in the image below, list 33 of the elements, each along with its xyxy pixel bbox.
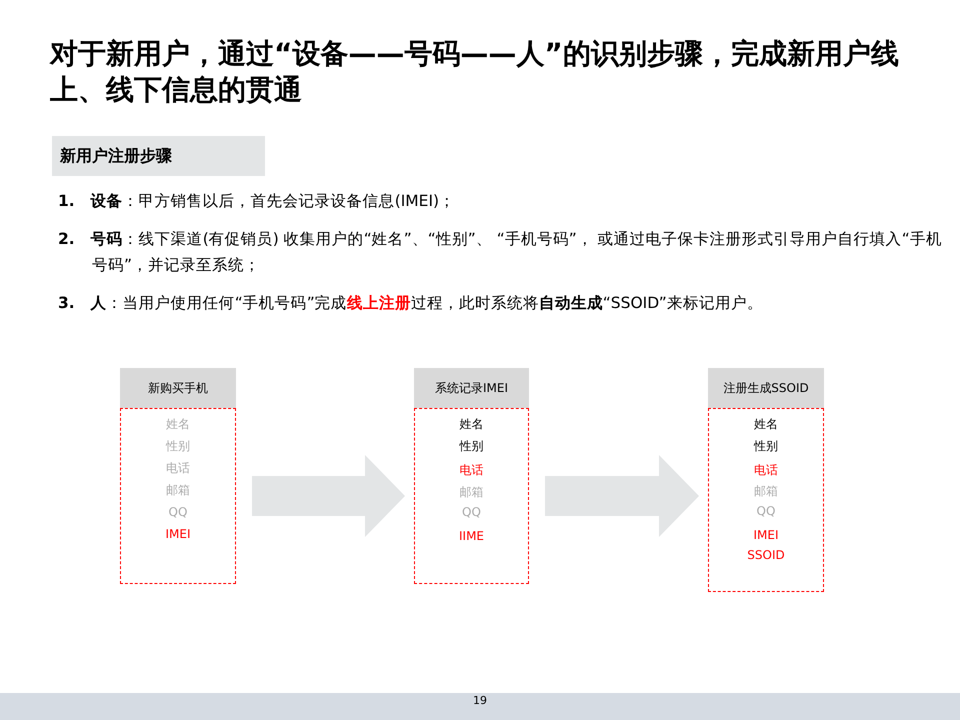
field-name: 邮箱 <box>458 484 484 501</box>
column-header: 注册生成SSOID <box>708 368 824 408</box>
field-list-box <box>120 408 236 584</box>
field-name: 性别 <box>752 438 779 455</box>
field-name: IMEI <box>164 526 192 543</box>
slide-title: 对于新用户，通过“设备——号码——人”的识别步骤，完成新用户线上、线下信息的贯通 <box>50 36 900 108</box>
field-name: 姓名 <box>753 416 779 433</box>
column-header: 新购买手机 <box>120 368 236 408</box>
field-name: QQ <box>756 503 776 520</box>
column-header: 系统记录IMEI <box>414 368 529 408</box>
field-name: 性别 <box>164 438 191 455</box>
block-arrow <box>545 455 699 537</box>
step-text: 3. 人：当用户使用任何“手机号码”完成线上注册过程，此时系统将自动生成“SSOID”来标记用户。 <box>58 293 764 314</box>
field-list-box <box>708 408 824 592</box>
step-text: 1. 设备：甲方销售以后，首先会记录设备信息(IMEI)； <box>58 191 456 212</box>
field-name: 邮箱 <box>165 482 191 499</box>
block-arrow <box>252 455 405 537</box>
field-name: 电话 <box>458 462 484 479</box>
field-name: 姓名 <box>165 416 191 433</box>
field-name: 姓名 <box>458 416 484 433</box>
field-name: 电话 <box>753 462 779 479</box>
field-name: SSOID <box>746 547 786 564</box>
field-name: 性别 <box>458 438 484 455</box>
step-text: 2. 号码：线下渠道(有促销员) 收集用户的“姓名”、“性别”、 “手机号码”， 或通过电子保卡注册形式引导用户自行填入“手机号码”，并记录至系统； <box>58 229 943 276</box>
field-name: QQ <box>461 504 482 521</box>
page-number: 19 <box>472 694 488 707</box>
field-name: 电话 <box>165 460 191 477</box>
field-name: IMEI <box>752 527 780 544</box>
field-name: QQ <box>168 504 188 521</box>
section-heading: 新用户注册步骤 <box>52 136 265 176</box>
field-name: 邮箱 <box>753 483 779 500</box>
field-list-box <box>414 408 529 584</box>
field-name: IIME <box>458 528 485 545</box>
